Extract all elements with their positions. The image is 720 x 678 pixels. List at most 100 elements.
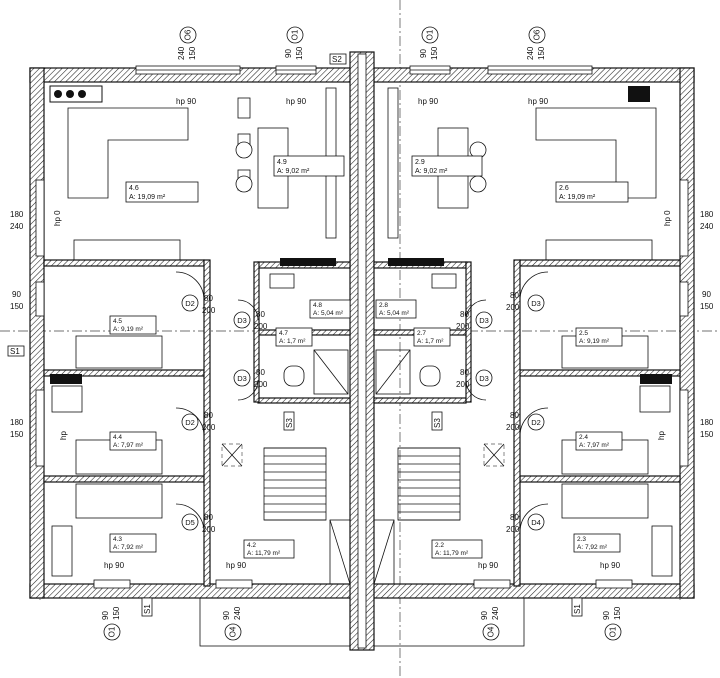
door-tag: D3 80 200 [506, 291, 545, 312]
svg-text:S1: S1 [573, 604, 582, 614]
room-label: 2.6 A: 19,09 m² [555, 181, 629, 203]
room-label: 2.4 A: 7,97 m² [575, 431, 623, 451]
window-tag-o6-left: O6 240 150 [177, 26, 197, 60]
svg-text:D3: D3 [237, 316, 247, 325]
section-tag-s1-left: S1 [7, 345, 25, 357]
dim-text: 90 [702, 290, 711, 299]
bathroom-fixtures [269, 273, 457, 395]
windows [35, 65, 689, 589]
door-tag: D5 80 200 [181, 513, 216, 534]
svg-text:4.2: 4.2 [247, 542, 256, 549]
svg-text:240: 240 [177, 46, 186, 60]
room-label: 2.5 A: 9,19 m² [575, 327, 623, 347]
svg-text:80: 80 [510, 411, 519, 420]
stair-outline [397, 447, 461, 521]
sill-label: hp [59, 431, 68, 440]
section-tag-s3-right: S3 [431, 411, 443, 431]
svg-text:90: 90 [480, 611, 489, 620]
window-tag-o1-top-left: O1 90 150 [284, 26, 304, 60]
svg-text:2.4: 2.4 [579, 434, 588, 441]
svg-text:A: 9,19 m²: A: 9,19 m² [113, 326, 144, 333]
room-label: 2.8 A: 5,04 m² [375, 299, 417, 319]
svg-text:200: 200 [506, 525, 520, 534]
svg-text:D2: D2 [185, 418, 195, 427]
svg-text:80: 80 [204, 411, 213, 420]
dim-text: 180 [10, 418, 24, 427]
svg-text:200: 200 [202, 525, 216, 534]
svg-text:90: 90 [101, 611, 110, 620]
exterior-walls [29, 51, 695, 651]
dim-text: 180 [10, 210, 24, 219]
svg-text:150: 150 [112, 606, 121, 620]
section-tag-s3-left: S3 [283, 411, 295, 431]
radiator-units [49, 85, 672, 384]
svg-text:2.5: 2.5 [579, 330, 588, 337]
svg-text:A: 7,97 m²: A: 7,97 m² [113, 442, 144, 449]
svg-text:200: 200 [456, 380, 470, 389]
svg-text:A: 7,97 m²: A: 7,97 m² [579, 442, 610, 449]
svg-text:2.8: 2.8 [379, 302, 388, 309]
svg-text:S3: S3 [433, 418, 442, 428]
svg-text:200: 200 [254, 380, 268, 389]
room-label: 4.2 A: 11,79 m² [243, 539, 295, 559]
svg-text:A: 9,02 m²: A: 9,02 m² [415, 168, 448, 175]
svg-text:2.2: 2.2 [435, 542, 444, 549]
svg-text:S3: S3 [285, 418, 294, 428]
room-label: 4.6 A: 19,09 m² [125, 181, 199, 203]
svg-text:2.9: 2.9 [415, 159, 425, 166]
section-tags: S2 S1 S1 S1 S3 S3 [7, 53, 583, 617]
svg-text:200: 200 [456, 322, 470, 331]
svg-text:O1: O1 [291, 29, 300, 40]
side-window-dims: 180 240 90 150 180 150 180 240 90 150 18… [10, 210, 714, 439]
sill-label: hp 90 [478, 561, 499, 570]
stairs [263, 447, 461, 585]
dim-text: 150 [10, 302, 24, 311]
sill-label: hp 90 [418, 97, 439, 106]
room-label: 4.8 A: 5,04 m² [309, 299, 351, 319]
room-label: 4.7 A: 1,7 m² [275, 327, 313, 347]
svg-text:D3: D3 [479, 316, 489, 325]
door-tag: D3 80 200 [233, 368, 268, 389]
svg-text:200: 200 [506, 303, 520, 312]
section-tag-s1-bottom-left: S1 [141, 597, 153, 617]
window-tag-o1-bottom-right: O1 90 150 [602, 606, 622, 641]
door-tag: D2 80 200 [181, 294, 216, 315]
svg-text:2.7: 2.7 [417, 330, 426, 337]
dim-text: 240 [10, 222, 24, 231]
dim-text: 180 [700, 418, 714, 427]
room-label: 4.3 A: 7,92 m² [109, 533, 157, 553]
svg-text:O1: O1 [609, 626, 618, 637]
svg-text:90: 90 [419, 49, 428, 58]
svg-text:80: 80 [510, 291, 519, 300]
svg-text:4.5: 4.5 [113, 318, 122, 325]
svg-text:80: 80 [204, 294, 213, 303]
svg-text:240: 240 [233, 606, 242, 620]
door-tag: D3 80 200 [456, 368, 493, 389]
svg-text:O1: O1 [426, 29, 435, 40]
svg-text:S1: S1 [10, 347, 20, 356]
window-tag-o1-top-right: O1 90 150 [419, 26, 439, 60]
svg-text:D4: D4 [531, 518, 541, 527]
svg-text:A: 5,04 m²: A: 5,04 m² [313, 310, 344, 317]
balconies [199, 597, 525, 647]
svg-text:D5: D5 [185, 518, 195, 527]
window-tag-o4-bottom-right: O4 90 240 [480, 606, 500, 641]
stair-outline [263, 447, 327, 521]
room-label: 4.5 A: 9,19 m² [109, 315, 157, 335]
sill-label: hp 0 [53, 210, 62, 226]
sill-label: hp [657, 431, 666, 440]
svg-text:A: 1,7 m²: A: 1,7 m² [417, 338, 444, 345]
svg-text:200: 200 [506, 423, 520, 432]
svg-text:240: 240 [491, 606, 500, 620]
dim-text: 150 [700, 302, 714, 311]
window-tag-o6-right: O6 240 150 [526, 26, 546, 60]
door-tag: D2 80 200 [506, 411, 545, 432]
svg-text:D3: D3 [237, 374, 247, 383]
sill-label: hp 90 [600, 561, 621, 570]
sill-labels: hp 90 hp 90 hp 90 hp 90 hp 0 hp 0 hp hp … [53, 97, 672, 570]
dim-text: 240 [700, 222, 714, 231]
door-tag: D3 80 200 [456, 310, 493, 331]
svg-text:80: 80 [460, 368, 469, 377]
room-label: 2.2 A: 11,79 m² [431, 539, 483, 559]
